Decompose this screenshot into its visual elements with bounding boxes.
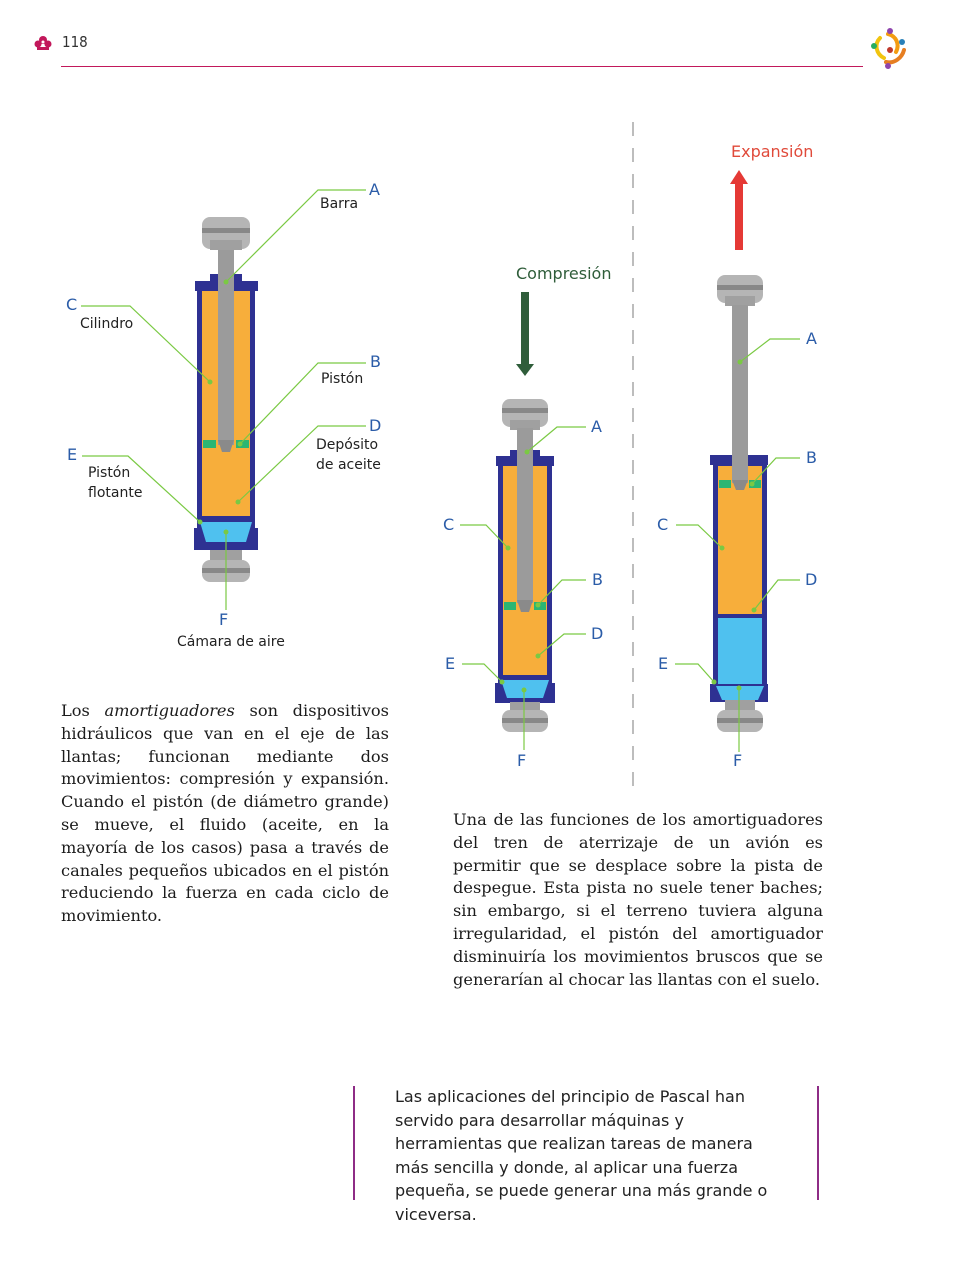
label-piston: Pistón — [321, 371, 364, 387]
pascal-note: Las aplicaciones del principio de Pascal… — [395, 1087, 768, 1224]
dashed-divider — [632, 122, 634, 787]
letter-b: B — [370, 352, 381, 371]
label-piston-flotante-2: flotante — [88, 485, 143, 501]
sep-logo-icon — [871, 28, 906, 69]
box-rule-left — [353, 1086, 355, 1200]
label-piston-flotante-1: Pistón — [88, 465, 131, 481]
expansion-letter-c: C — [657, 515, 669, 534]
left-paragraph-rest: son dispositivos hidráulicos que van en … — [61, 701, 389, 926]
compression-title: Compresión — [516, 264, 612, 283]
label-barra: Barra — [320, 196, 359, 212]
expansion-letter-f: F — [733, 751, 743, 770]
compression-letter-d: D — [591, 624, 604, 643]
page-number: 118 — [62, 33, 88, 51]
compression-letter-f: F — [517, 751, 527, 770]
letter-d: D — [369, 416, 382, 435]
left-paragraph-term: amortiguadores — [104, 701, 235, 720]
compression-letter-e: E — [445, 654, 456, 673]
label-deposito: Depósito — [316, 437, 379, 453]
right-paragraph: Una de las funciones de los amortiguador… — [453, 810, 823, 989]
expansion-letter-d: D — [805, 570, 818, 589]
letter-f: F — [219, 610, 229, 629]
expansion-letter-b: B — [806, 448, 817, 467]
left-paragraph-intro: Los — [61, 701, 105, 720]
expansion-title: Expansión — [731, 142, 814, 161]
expansion-letter-e: E — [658, 654, 669, 673]
box-rule-right — [817, 1086, 819, 1200]
shock-absorber-diagram-left — [81, 189, 366, 610]
label-cilindro: Cilindro — [80, 316, 134, 332]
compression-letter-c: C — [443, 515, 455, 534]
left-paragraph: Los amortiguadores son dispositivos hidr… — [61, 700, 389, 928]
letter-c: C — [66, 295, 78, 314]
shock-absorber-diagram-compression — [460, 170, 800, 752]
letter-a: A — [369, 180, 380, 199]
header-rule — [61, 66, 863, 67]
expansion-letter-a: A — [806, 329, 817, 348]
compression-letter-a: A — [591, 417, 602, 436]
label-camara-de-aire: Cámara de aire — [177, 634, 285, 650]
compression-letter-b: B — [592, 570, 603, 589]
label-de-aceite: de aceite — [316, 457, 381, 473]
flower-logo-icon — [34, 36, 52, 50]
letter-e: E — [67, 445, 78, 464]
